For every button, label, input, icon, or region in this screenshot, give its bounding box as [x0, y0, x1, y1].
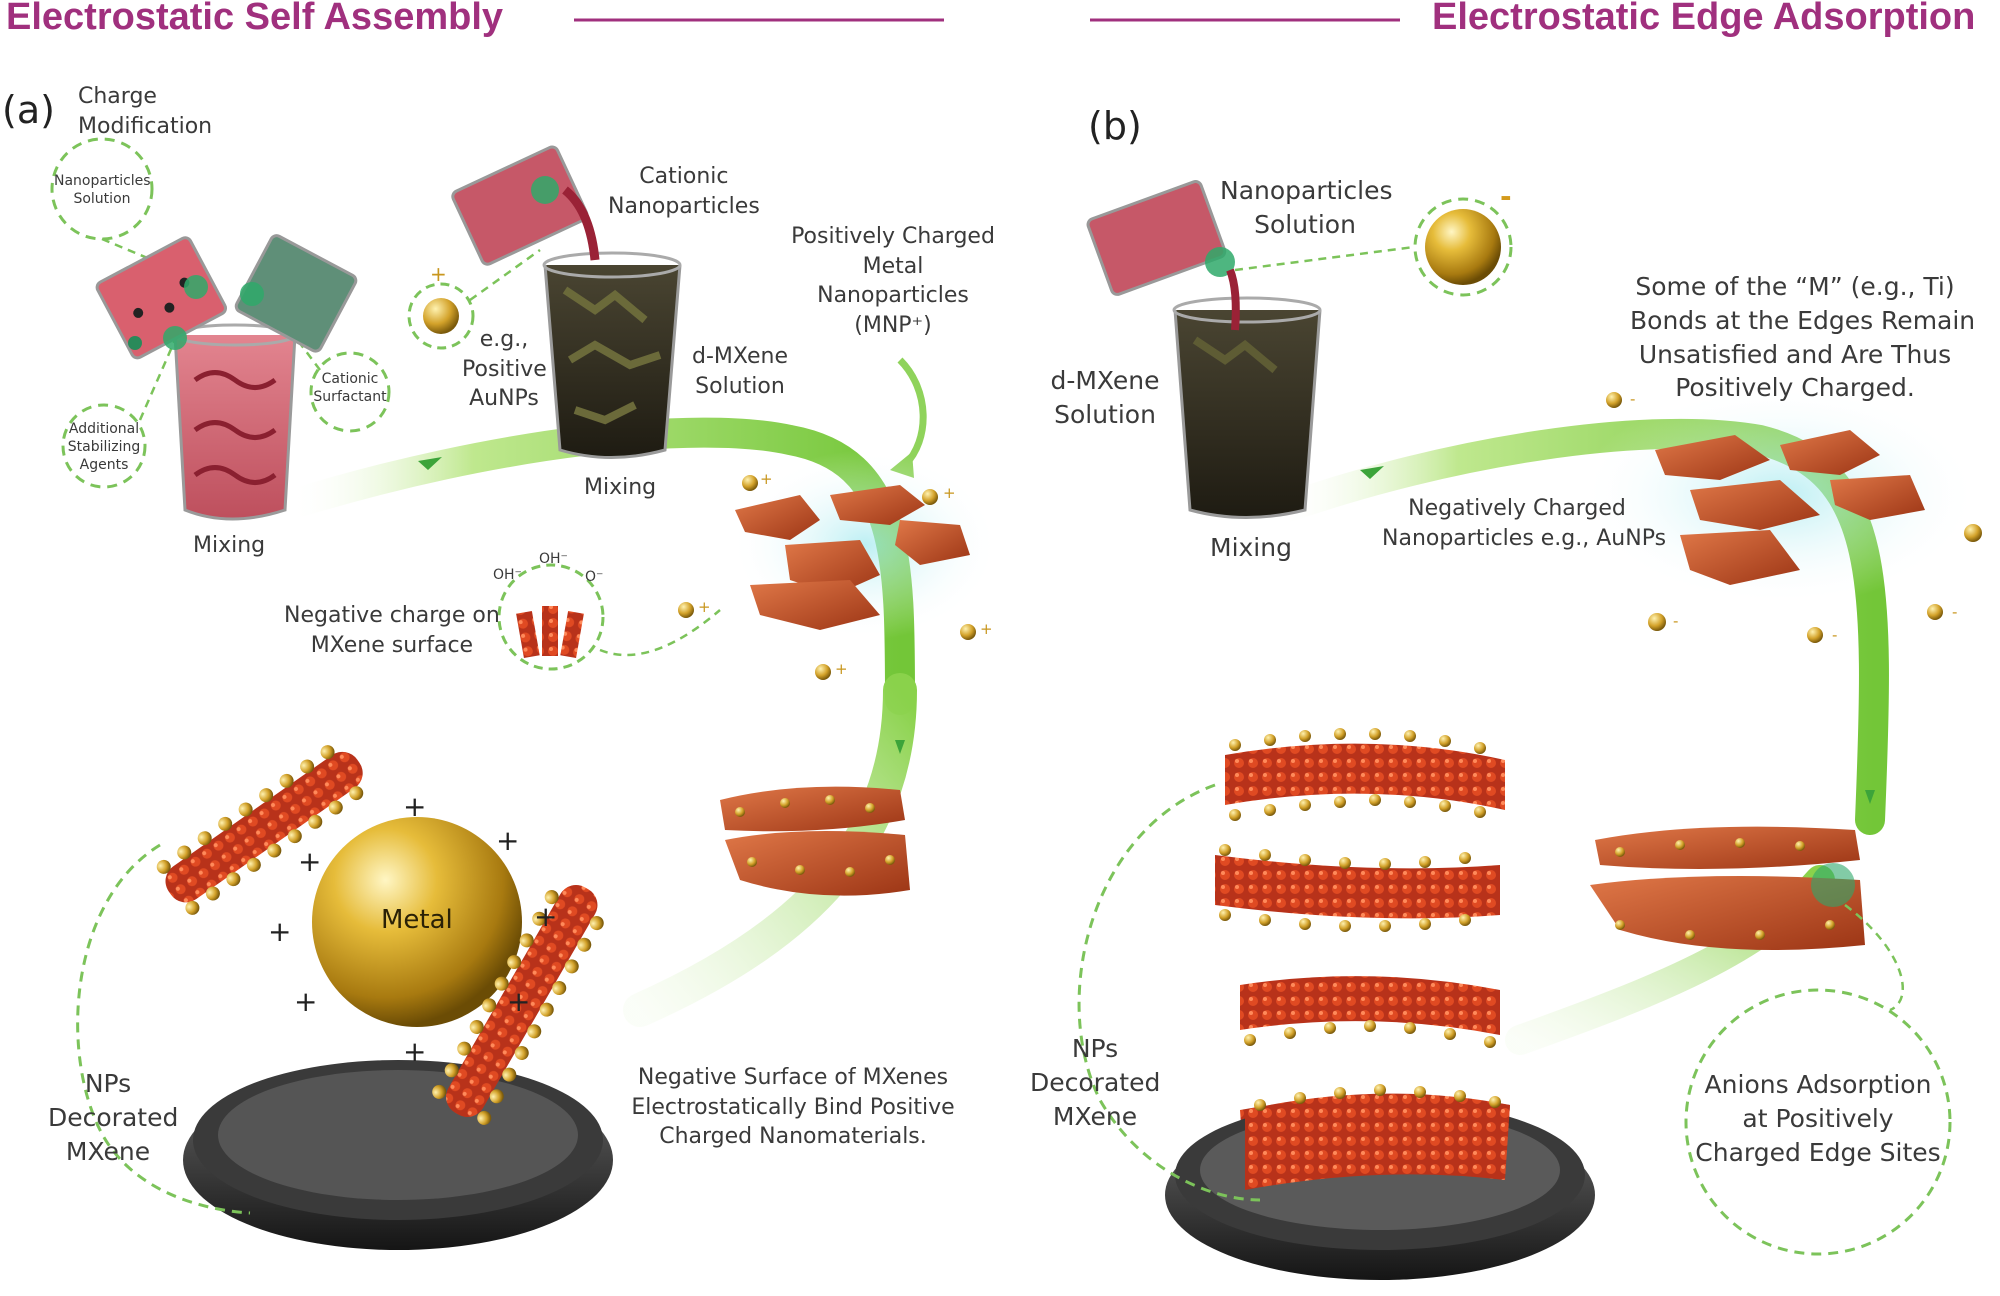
np-charge: +	[835, 660, 848, 678]
oh-label-1: OH⁻	[493, 567, 522, 583]
np-charge: +	[943, 484, 956, 502]
neg-aunp-circle	[1413, 197, 1513, 297]
o-minus-label: O⁻	[585, 569, 604, 585]
np-solution-circle	[50, 137, 154, 241]
plus-sign: +	[403, 790, 427, 823]
mixing-label-b: Mixing	[1210, 533, 1292, 562]
plus-sign: +	[534, 900, 558, 933]
np-decorated-label-a: NPs Decorated MXene	[48, 1069, 179, 1166]
cationic-nanoparticles-label: Cationic Nanoparticles	[608, 164, 760, 219]
np-charge: +	[430, 262, 447, 286]
aunp-circle	[407, 282, 475, 350]
np-solution-label-b: Nanoparticles Solution	[1220, 176, 1393, 239]
metal-label: Metal	[381, 905, 453, 935]
plus-sign: +	[298, 845, 322, 878]
positive-aunps-label: e.g., Positive AuNPs	[462, 327, 547, 412]
plus-sign: +	[496, 824, 520, 857]
pour-beaker-green	[234, 234, 358, 353]
oh-label-2: OH⁻	[539, 551, 568, 567]
stabilizing-circle	[61, 403, 147, 489]
np-charge: +	[698, 598, 711, 616]
np-charge: -	[1630, 390, 1636, 408]
negative-charge-surface-label: Negative charge on MXene surface	[284, 603, 500, 658]
np-solution-label: Nanoparticles Solution	[54, 173, 151, 208]
anions-adsorption-label: Anions Adsorption at Positively Charged …	[1695, 1070, 1941, 1167]
neg-charge-detail	[516, 606, 584, 659]
plus-sign: +	[507, 985, 531, 1018]
np-charge-b: -	[1500, 180, 1512, 213]
surfactant-circle	[309, 351, 391, 433]
mixing-label-a1: Mixing	[193, 533, 266, 558]
plus-sign: +	[268, 915, 292, 948]
np-charge: +	[980, 620, 993, 638]
decorated-rod-lower-a	[432, 885, 604, 1125]
mnp-label: Positively Charged Metal Nanoparticles (…	[791, 224, 995, 339]
beaker-dmxene-b	[1172, 296, 1322, 519]
pour-beaker-cationic	[451, 145, 589, 266]
mixing-label-a2: Mixing	[584, 475, 657, 500]
beaker-dmxene-a	[542, 251, 682, 459]
dmxene-solution-label-b: d-MXene Solution	[1050, 366, 1160, 429]
neg-charge-circle	[497, 563, 605, 671]
plus-sign: +	[294, 985, 318, 1018]
panel-label-a: (a)	[2, 88, 55, 132]
mxene-flakes-b	[1655, 430, 1925, 585]
charge-modification-label: Charge Modification	[78, 84, 213, 139]
anions-circle	[1684, 988, 1952, 1256]
np-charge: -	[1832, 626, 1838, 644]
metal-sphere	[312, 817, 522, 1027]
np-charge: -	[1952, 603, 1958, 621]
np-charge: -	[1673, 612, 1679, 630]
negative-aunp	[1425, 209, 1501, 285]
header-right: Electrostatic Edge Adsorption	[1432, 0, 1976, 38]
decorated-rod-upper-a	[156, 745, 364, 915]
petri-dish-a	[183, 1060, 613, 1250]
pour-beaker-b	[1086, 180, 1227, 296]
panel-label-b: (b)	[1088, 104, 1142, 148]
edge-site-highlight	[1811, 863, 1855, 907]
mxene-flakes-a	[735, 485, 970, 630]
np-charge: +	[760, 470, 773, 488]
edges-unsatisfied-label: Some of the “M” (e.g., Ti) Bonds at the …	[1630, 272, 1976, 403]
mxene-stack-a	[720, 786, 910, 896]
cationic-surfactant-label: Cationic Surfactant	[313, 371, 387, 406]
plus-sign: +	[403, 1035, 427, 1068]
negatively-charged-np-label: Negatively Charged Nanoparticles e.g., A…	[1382, 496, 1667, 551]
dmxene-solution-label-a: d-MXene Solution	[692, 344, 788, 399]
negative-surface-bind-label: Negative Surface of MXenes Electrostatic…	[631, 1065, 955, 1150]
mnp-arrow	[897, 357, 927, 468]
mxene-stack-b	[1590, 826, 1865, 950]
np-decorated-callout-b	[1077, 783, 1261, 1202]
positive-aunp	[423, 298, 459, 334]
np-decorated-callout-a	[76, 843, 251, 1215]
beaker-mixing-a	[173, 323, 297, 521]
header-left: Electrostatic Self Assembly	[6, 0, 504, 38]
stabilizing-agents-label: Additional Stabilizing Agents	[67, 421, 141, 474]
np-decorated-label-b: NPs Decorated MXene	[1030, 1034, 1161, 1131]
rod-on-dish-b	[1245, 1093, 1510, 1190]
